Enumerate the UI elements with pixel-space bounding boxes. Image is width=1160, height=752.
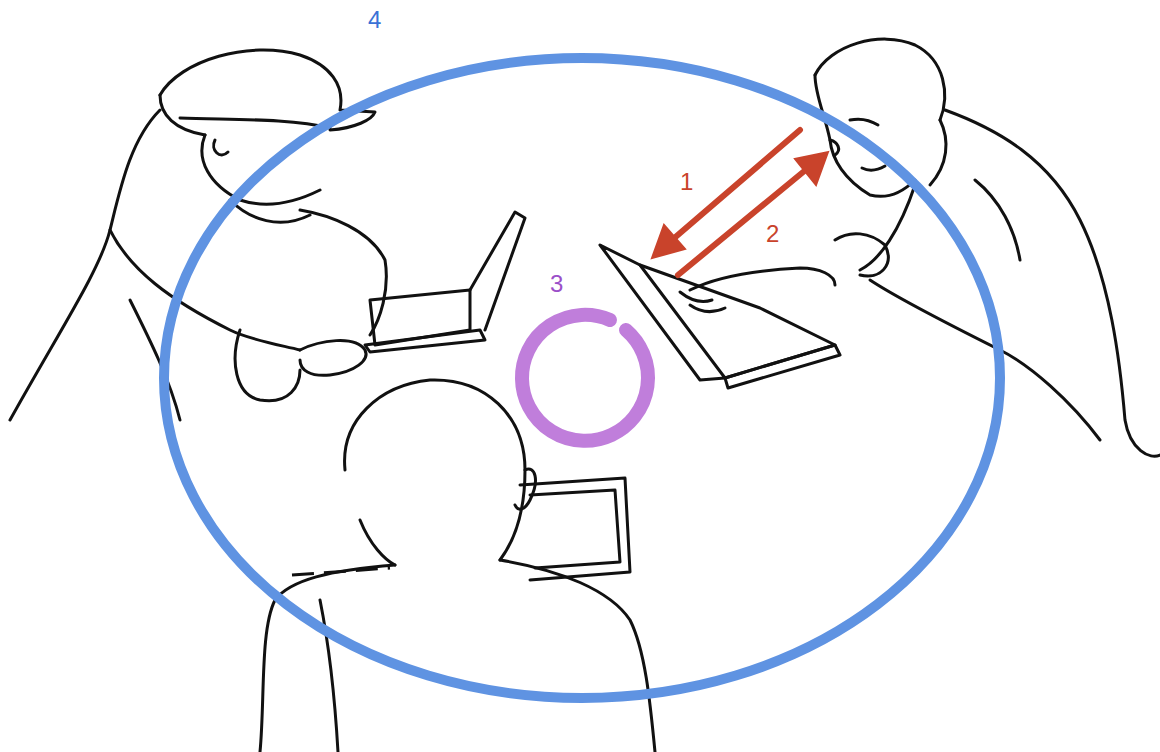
- callout-number: 2: [766, 222, 779, 246]
- dashed-line: [292, 568, 390, 575]
- callout-number: 4: [368, 8, 381, 32]
- arrow-line: [678, 168, 808, 275]
- arrowhead: [652, 225, 685, 258]
- group-ellipse: [164, 58, 1000, 698]
- callout-number: 3: [550, 272, 563, 296]
- callout-number: 1: [680, 170, 693, 194]
- arrowhead: [795, 152, 828, 185]
- shared-circle: [522, 315, 648, 441]
- people-sketch: [10, 39, 1160, 752]
- interaction-arrows: [652, 130, 828, 275]
